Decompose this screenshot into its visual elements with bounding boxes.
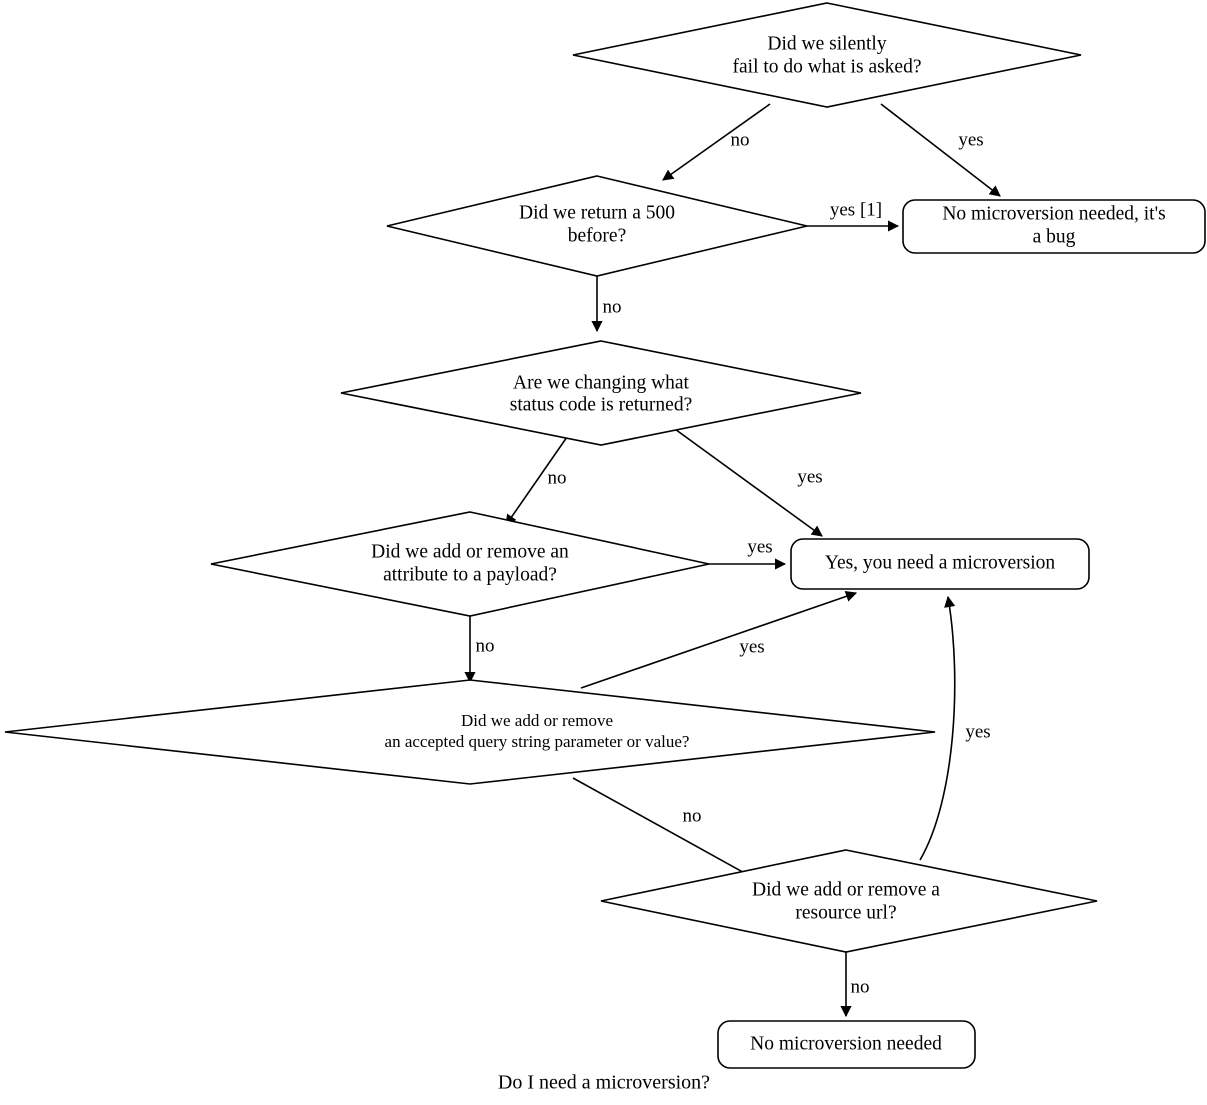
node-label-line1: Did we add or remove an — [371, 541, 569, 562]
edge-label: no — [731, 129, 750, 150]
edge-line — [880, 103, 1001, 197]
diamond-shape — [572, 2, 1082, 108]
edge-payload-attribute-no: no — [464, 604, 495, 684]
node-label-line1: Yes, you need a microversion — [825, 552, 1056, 573]
node-label-line1: Did we add or remove — [461, 711, 613, 730]
edge-line — [572, 777, 769, 887]
edge-silent-fail-yes: yes — [880, 103, 1001, 197]
edge-label: yes — [965, 721, 990, 742]
edge-label: yes — [797, 466, 822, 487]
rounded-rect-shape — [790, 538, 1090, 590]
edge-label: yes [1] — [830, 199, 882, 220]
edge-resource-url-no: no — [840, 951, 870, 1018]
node-need-microversion[interactable]: Yes, you need a microversion — [790, 538, 1090, 590]
edge-label: yes — [958, 129, 983, 150]
diamond-shape — [210, 511, 710, 617]
edge-return-500-no: no — [591, 272, 622, 333]
diagram-caption: Do I need a microversion? — [498, 1072, 710, 1094]
node-payload-attribute[interactable]: Did we add or remove an attribute to a p… — [210, 511, 710, 617]
edge-silent-fail-no: no — [662, 103, 771, 181]
edge-label: no — [683, 805, 702, 826]
node-label-line1: Did we silently — [767, 33, 886, 54]
node-label-line1: Did we add or remove a — [752, 879, 940, 900]
node-silent-fail[interactable]: Did we silently fail to do what is asked… — [572, 2, 1082, 108]
node-label-line2: attribute to a payload? — [383, 564, 557, 585]
edge-return-500-yes: yes [1] — [807, 199, 900, 232]
node-label-line1: No microversion needed, it's — [942, 203, 1165, 224]
edge-line — [580, 590, 858, 689]
edge-line — [505, 436, 568, 526]
edge-status-code-no: no — [505, 436, 568, 526]
diamond-shape — [340, 340, 862, 446]
rounded-rect-shape — [902, 199, 1206, 254]
edge-label: no — [851, 976, 870, 997]
node-label-line2: fail to do what is asked? — [733, 56, 922, 77]
edge-label: no — [603, 296, 622, 317]
edge-resource-url-yes: yes — [919, 595, 991, 861]
node-resource-url[interactable]: Did we add or remove a resource url? — [600, 849, 1098, 953]
edge-payload-attribute-yes: yes — [709, 536, 787, 570]
node-label-line1: Are we changing what — [513, 372, 690, 393]
diamond-shape — [386, 175, 808, 277]
node-label-line2: resource url? — [795, 902, 896, 923]
edge-line — [919, 595, 956, 861]
edge-label: yes — [747, 536, 772, 557]
node-status-code[interactable]: Are we changing what status code is retu… — [340, 340, 862, 446]
diamond-shape — [4, 679, 936, 785]
node-label-line1: No microversion needed — [750, 1033, 942, 1054]
edge-label: no — [548, 467, 567, 488]
node-label-line2: status code is returned? — [510, 394, 692, 415]
edge-line — [662, 103, 771, 181]
node-return-500[interactable]: Did we return a 500 before? — [386, 175, 808, 277]
edge-line — [667, 423, 823, 537]
node-label-line2: a bug — [1033, 226, 1076, 247]
node-query-string[interactable]: Did we add or remove an accepted query s… — [4, 679, 936, 785]
edge-query-string-yes: yes — [580, 590, 858, 689]
edge-label: no — [476, 635, 495, 656]
node-no-microversion-bug[interactable]: No microversion needed, it's a bug — [902, 199, 1206, 254]
node-label-line1: Did we return a 500 — [519, 202, 675, 223]
node-label-line2: before? — [568, 225, 626, 246]
edge-status-code-yes: yes — [667, 423, 823, 537]
edge-query-string-no: no — [572, 777, 769, 887]
rounded-rect-shape — [717, 1020, 976, 1069]
node-label-line2: an accepted query string parameter or va… — [385, 732, 690, 751]
diamond-shape — [600, 849, 1098, 953]
edge-label: yes — [739, 636, 764, 657]
node-no-microversion[interactable]: No microversion needed — [717, 1020, 976, 1069]
